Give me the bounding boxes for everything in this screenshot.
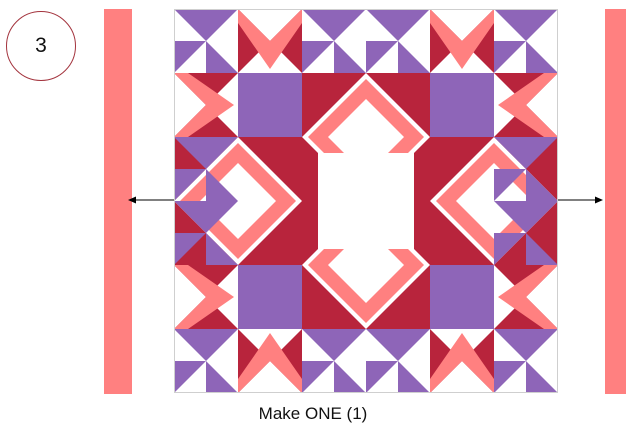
purple-triangle xyxy=(526,9,558,41)
coral-chevron xyxy=(498,265,558,329)
purple-triangle xyxy=(366,41,398,73)
purple-triangle xyxy=(398,9,430,41)
purple-triangle xyxy=(494,361,526,393)
quilt-block-diagram xyxy=(174,9,558,393)
arrow-right-icon xyxy=(558,196,603,204)
purple-triangle xyxy=(494,41,526,73)
quilt-center xyxy=(174,9,558,393)
coral-chevron xyxy=(498,73,558,137)
purple-triangle xyxy=(174,169,206,201)
purple-triangle xyxy=(206,329,238,361)
purple-triangle xyxy=(334,361,366,393)
purple-triangle xyxy=(494,233,526,265)
purple-triangle xyxy=(526,233,558,265)
purple-triangle xyxy=(526,169,558,201)
coral-chevron xyxy=(238,333,302,393)
purple-triangle xyxy=(334,9,366,41)
purple-triangle xyxy=(174,41,206,73)
purple-square xyxy=(238,73,302,137)
purple-square xyxy=(238,265,302,329)
purple-triangle xyxy=(206,201,238,233)
purple-triangle xyxy=(398,361,430,393)
coral-chevron xyxy=(174,265,234,329)
purple-triangle xyxy=(526,201,558,233)
purple-triangle xyxy=(206,233,238,265)
red-triangle xyxy=(430,137,494,201)
purple-triangle xyxy=(174,233,206,265)
purple-triangle xyxy=(526,329,558,361)
center-white-square xyxy=(318,153,414,249)
purple-triangle xyxy=(206,137,238,169)
coral-chevron xyxy=(174,73,234,137)
purple-square xyxy=(430,265,494,329)
purple-triangle xyxy=(494,169,526,201)
purple-triangle xyxy=(174,361,206,393)
purple-triangle xyxy=(302,9,334,41)
purple-triangle xyxy=(206,169,238,201)
arrow-left-icon xyxy=(128,196,174,204)
purple-triangle xyxy=(494,201,526,233)
purple-triangle xyxy=(366,329,398,361)
red-triangle xyxy=(238,201,302,265)
purple-triangle xyxy=(174,137,206,169)
red-triangle xyxy=(366,265,430,329)
purple-triangle xyxy=(398,41,430,73)
purple-triangle xyxy=(302,361,334,393)
purple-triangle xyxy=(526,137,558,169)
step-number: 3 xyxy=(35,34,47,57)
purple-square xyxy=(430,73,494,137)
purple-triangle xyxy=(366,361,398,393)
purple-triangle xyxy=(334,41,366,73)
red-triangle xyxy=(238,137,302,201)
purple-triangle xyxy=(398,329,430,361)
purple-triangle xyxy=(302,329,334,361)
purple-triangle xyxy=(494,9,526,41)
purple-triangle xyxy=(206,9,238,41)
caption: Make ONE (1) xyxy=(258,404,368,423)
red-triangle xyxy=(366,73,430,137)
quilt-outline xyxy=(174,9,558,393)
step-number-badge: 3 xyxy=(6,11,76,81)
coral-chevron xyxy=(430,9,494,69)
purple-triangle xyxy=(366,9,398,41)
purple-triangle xyxy=(206,361,238,393)
purple-triangle xyxy=(526,41,558,73)
purple-triangle xyxy=(494,137,526,169)
right-border-strip xyxy=(605,9,626,394)
purple-triangle xyxy=(206,41,238,73)
coral-chevron xyxy=(430,333,494,393)
red-triangle xyxy=(430,201,494,265)
purple-triangle xyxy=(494,329,526,361)
purple-triangle xyxy=(174,9,206,41)
purple-triangle xyxy=(302,41,334,73)
purple-triangle xyxy=(174,201,206,233)
coral-chevron xyxy=(238,9,302,69)
left-border-strip xyxy=(104,9,132,394)
red-triangle xyxy=(302,73,366,137)
red-triangle xyxy=(302,265,366,329)
purple-triangle xyxy=(334,329,366,361)
purple-triangle xyxy=(526,361,558,393)
purple-triangle xyxy=(174,329,206,361)
